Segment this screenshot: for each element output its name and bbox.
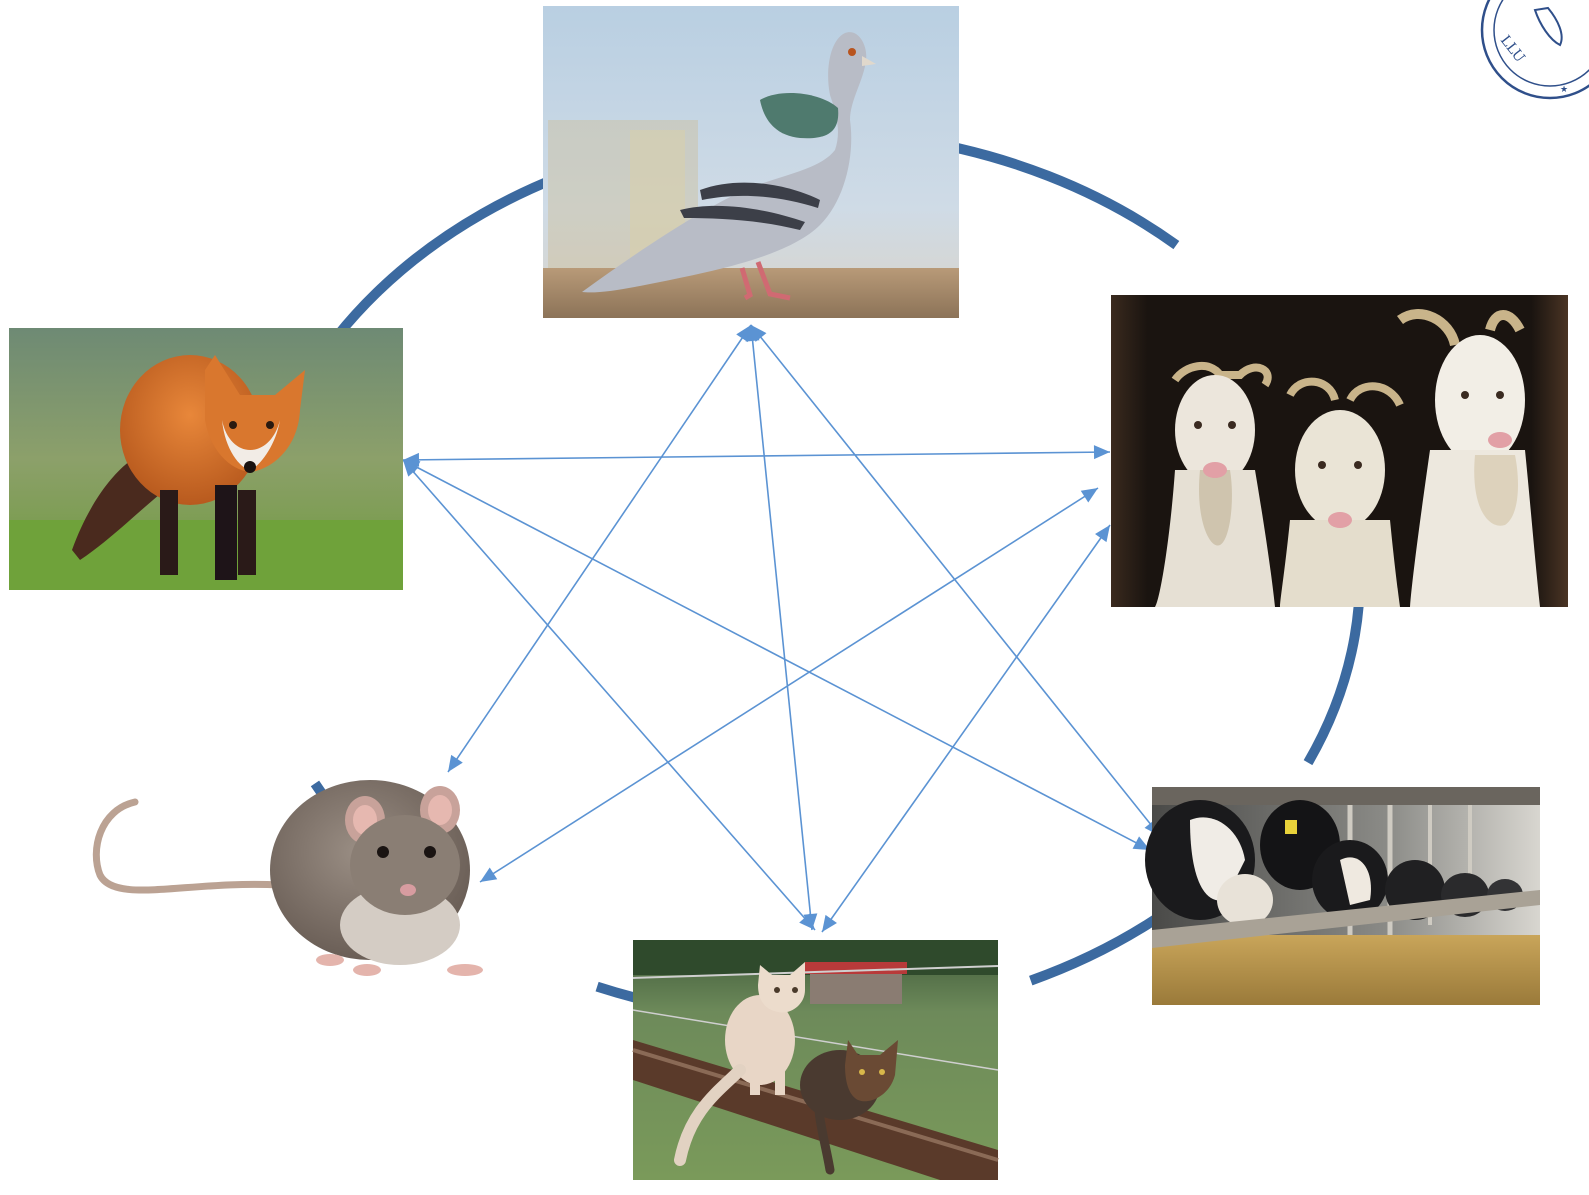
arrowhead-icon (799, 913, 815, 930)
link-fox-cats (402, 459, 816, 931)
arrowhead-icon (1095, 525, 1110, 543)
link-pigeon-cows (750, 324, 1161, 837)
link-fox-cows (402, 459, 1151, 851)
arrowhead-icon (1132, 836, 1150, 850)
link-pigeon-rat (447, 324, 752, 773)
cats-photo (632, 940, 999, 1180)
arrowhead-icon (403, 460, 419, 477)
arrowhead-icon (480, 867, 498, 882)
goats-photo (1111, 295, 1568, 607)
star-icon: ★ (1560, 85, 1568, 95)
link-pigeon-cats (750, 324, 813, 931)
cows-photo (1145, 787, 1540, 1005)
link-goats-rat (479, 487, 1099, 883)
fox-photo (9, 328, 403, 590)
link-goats-cats (821, 524, 1111, 933)
arrow-links (402, 324, 1161, 933)
university-seal: LLU ★ (1480, 0, 1589, 100)
arrowhead-icon (448, 754, 463, 772)
arrowhead-icon (822, 914, 837, 932)
arrowhead-icon (1080, 488, 1098, 503)
seal-text: LLU (1497, 33, 1528, 66)
rat-photo (92, 780, 483, 976)
pigeon-photo (543, 6, 959, 318)
link-fox-goats (402, 451, 1111, 461)
arrowhead-icon (1093, 445, 1110, 460)
arrowhead-icon (745, 325, 760, 342)
